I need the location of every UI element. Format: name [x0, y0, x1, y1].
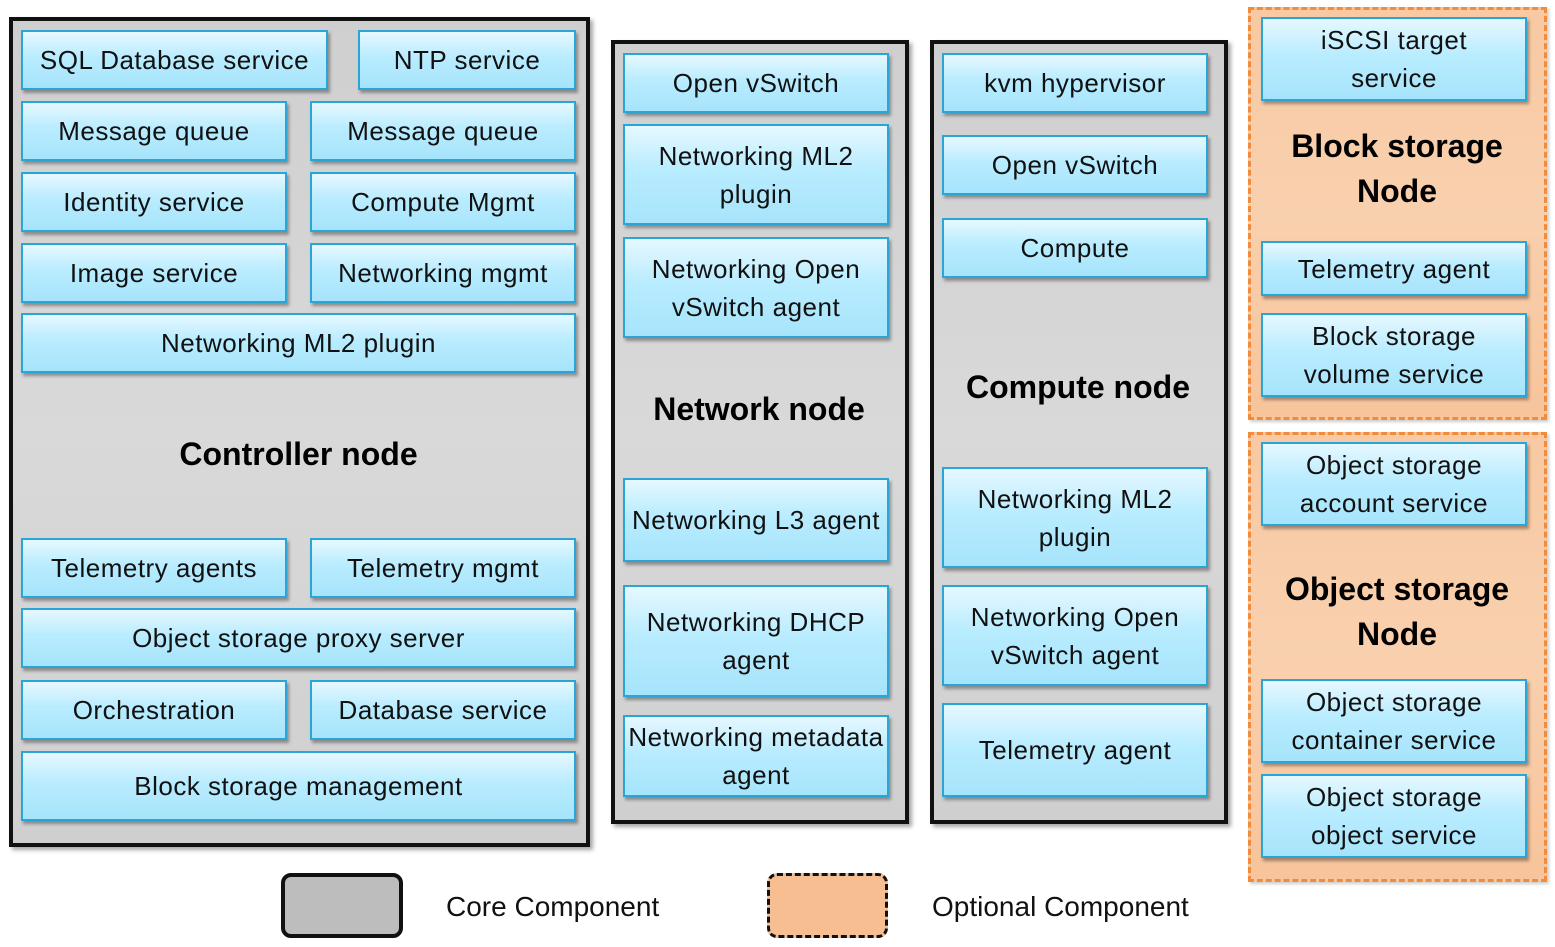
telemetry-agents: Telemetry agents — [21, 538, 287, 598]
block-storage-node-title: Block storage Node — [1291, 128, 1503, 209]
block-telemetry-agent: Telemetry agent — [1261, 241, 1527, 296]
image-service: Image service — [21, 243, 287, 303]
legend-optional-swatch — [767, 873, 888, 938]
controller-node-title: Controller node — [179, 436, 418, 472]
telemetry-mgmt: Telemetry mgmt — [310, 538, 576, 598]
compute-open-vswitch: Open vSwitch — [942, 135, 1208, 195]
object-storage-proxy-server: Object storage proxy server — [21, 608, 576, 668]
network-open-vswitch: Open vSwitch — [623, 53, 889, 113]
compute-ovs-agent: Networking Open vSwitch agent — [942, 585, 1208, 686]
identity-service: Identity service — [21, 172, 287, 232]
networking-dhcp-agent: Networking DHCP agent — [623, 585, 889, 697]
network-ml2-plugin: Networking ML2 plugin — [623, 124, 889, 225]
block-storage-volume-service: Block storage volume service — [1261, 313, 1527, 397]
block-storage-management: Block storage management — [21, 751, 576, 821]
legend-core-swatch — [281, 873, 403, 938]
network-node-title: Network node — [653, 391, 865, 427]
compute-node-title: Compute node — [966, 369, 1190, 405]
compute-telemetry-agent: Telemetry agent — [942, 703, 1208, 797]
object-storage-object-service: Object storage object service — [1261, 774, 1527, 858]
legend-optional-label: Optional Component — [932, 891, 1189, 922]
networking-l3-agent: Networking L3 agent — [623, 478, 889, 562]
object-storage-container-service: Object storage container service — [1261, 679, 1527, 763]
network-ovs-agent: Networking Open vSwitch agent — [623, 237, 889, 338]
message-queue-1: Message queue — [21, 101, 287, 161]
networking-metadata-agent: Networking metadata agent — [623, 715, 889, 797]
ntp-service: NTP service — [358, 30, 576, 90]
object-storage-node-title: Object storage Node — [1284, 571, 1510, 652]
message-queue-2: Message queue — [310, 101, 576, 161]
object-storage-account-service: Object storage account service — [1261, 442, 1527, 526]
compute-mgmt: Compute Mgmt — [310, 172, 576, 232]
networking-mgmt: Networking mgmt — [310, 243, 576, 303]
legend-core-label: Core Component — [446, 891, 660, 922]
compute-service: Compute — [942, 218, 1208, 278]
kvm-hypervisor: kvm hypervisor — [942, 53, 1208, 113]
networking-ml2-plugin: Networking ML2 plugin — [21, 313, 576, 373]
compute-ml2-plugin: Networking ML2 plugin — [942, 467, 1208, 568]
orchestration: Orchestration — [21, 680, 287, 740]
iscsi-target-service: iSCSI target service — [1261, 17, 1527, 101]
database-service: Database service — [310, 680, 576, 740]
sql-database-service: SQL Database service — [21, 30, 328, 90]
